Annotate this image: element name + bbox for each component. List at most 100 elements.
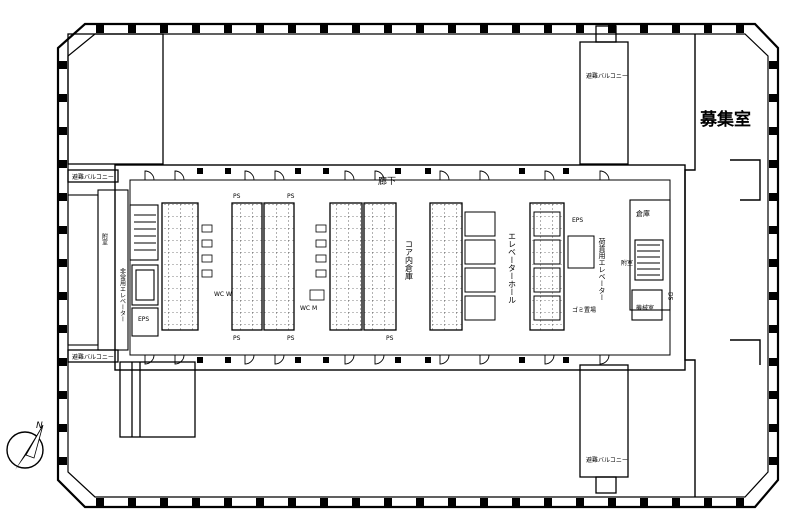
ds-label: DS: [667, 292, 674, 301]
column: [608, 498, 616, 506]
door-swing: [274, 170, 285, 181]
column: [197, 168, 203, 174]
elevator-cars: [464, 211, 595, 321]
eps-label-left: EPS: [138, 316, 149, 323]
column: [480, 25, 488, 33]
column: [352, 25, 360, 33]
column: [395, 168, 401, 174]
column: [224, 25, 232, 33]
room-blocks: [161, 202, 565, 331]
column: [295, 168, 301, 174]
column: [352, 498, 360, 506]
column: [288, 498, 296, 506]
column: [384, 498, 392, 506]
right-core: [629, 199, 671, 321]
column: [448, 498, 456, 506]
door-swing: [344, 354, 355, 365]
column: [59, 259, 67, 267]
recruit-label: 募集室: [699, 109, 751, 130]
column: [160, 25, 168, 33]
door-swing: [274, 354, 285, 365]
machine-room-label: 機械室: [636, 304, 654, 312]
column: [736, 498, 744, 506]
column: [192, 498, 200, 506]
toilet-fixtures: [201, 224, 327, 301]
column: [323, 357, 329, 363]
column: [769, 61, 777, 69]
column: [59, 61, 67, 69]
ps-label-5: PS: [386, 335, 394, 342]
balcony-label-left-top: 避難バルコニー: [72, 173, 114, 181]
emergency-elevator-label: 非常用エレベーター: [119, 267, 126, 322]
door-swing: [374, 170, 385, 181]
column: [769, 424, 777, 432]
column: [395, 357, 401, 363]
column: [384, 25, 392, 33]
door-swing: [144, 170, 155, 181]
column: [769, 127, 777, 135]
door-swing: [244, 170, 255, 181]
column: [704, 498, 712, 506]
door-swing: [544, 170, 555, 181]
column: [519, 357, 525, 363]
column: [448, 25, 456, 33]
door-swing: [174, 170, 185, 181]
storage-label: 倉庫: [636, 209, 650, 218]
column: [512, 25, 520, 33]
column: [563, 168, 569, 174]
column: [769, 94, 777, 102]
column: [672, 25, 680, 33]
lower-left-room: [119, 361, 196, 438]
column: [736, 25, 744, 33]
north-label: N: [36, 421, 43, 431]
column: [769, 226, 777, 234]
left-core: [67, 189, 159, 351]
door-swing: [344, 170, 355, 181]
door-swing: [244, 354, 255, 365]
door-swing: [174, 354, 185, 365]
column: [59, 457, 67, 465]
column: [59, 160, 67, 168]
column: [96, 25, 104, 33]
column: [59, 292, 67, 300]
column: [320, 498, 328, 506]
column: [769, 391, 777, 399]
door-swing: [599, 354, 610, 365]
column: [224, 498, 232, 506]
column: [295, 357, 301, 363]
wc-m-label: WC M: [300, 305, 317, 312]
north-arrow-icon: N: [6, 421, 44, 470]
column: [512, 498, 520, 506]
door-swing: [479, 354, 490, 365]
door-swing: [479, 170, 490, 181]
column: [416, 498, 424, 506]
column: [59, 226, 67, 234]
ps-label-2: PS: [287, 193, 295, 200]
column: [769, 259, 777, 267]
column: [769, 160, 777, 168]
door-swings: [144, 170, 610, 365]
column: [192, 25, 200, 33]
column: [256, 498, 264, 506]
column: [225, 168, 231, 174]
door-swing: [439, 354, 450, 365]
column: [323, 168, 329, 174]
column: [640, 25, 648, 33]
column: [672, 498, 680, 506]
door-swing: [599, 170, 610, 181]
column: [59, 127, 67, 135]
ps-label-4: PS: [287, 335, 295, 342]
column: [288, 25, 296, 33]
column: [160, 498, 168, 506]
door-swing: [144, 354, 155, 365]
eps-label-right: EPS: [572, 217, 583, 224]
column: [96, 498, 104, 506]
balconies: [67, 25, 629, 494]
column: [425, 168, 431, 174]
column: [704, 25, 712, 33]
column: [59, 424, 67, 432]
column: [59, 391, 67, 399]
column: [225, 357, 231, 363]
balcony-label-top: 避難バルコニー: [586, 72, 628, 80]
